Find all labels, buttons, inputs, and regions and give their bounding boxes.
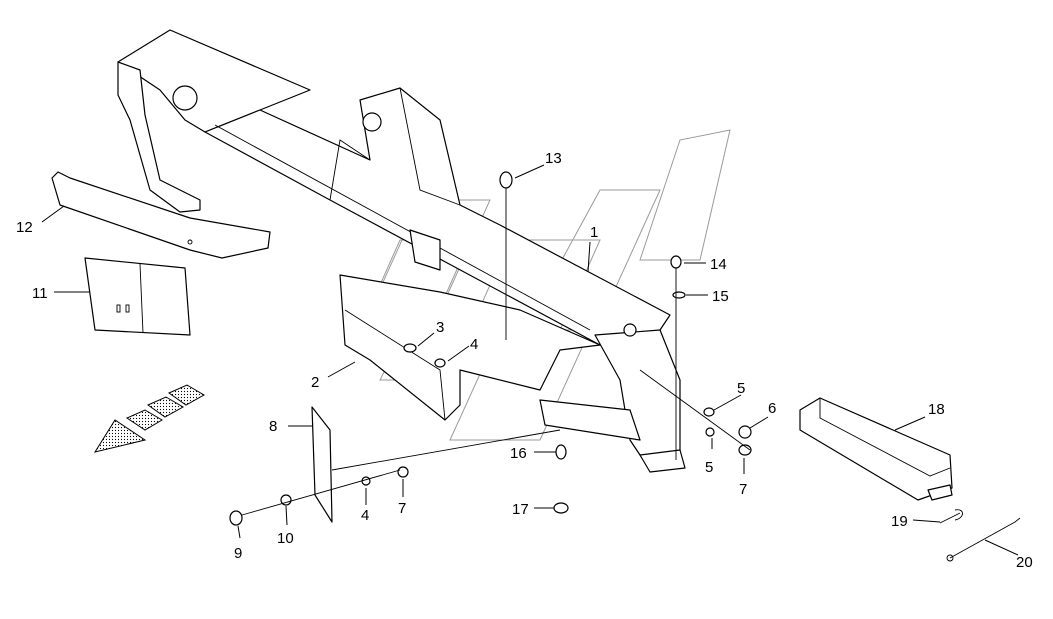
callout-10: 10 [277,530,294,547]
callout-5: 5 [705,459,713,476]
callout-4: 4 [361,507,369,524]
callout-14: 14 [710,256,727,273]
main-frame [117,29,686,473]
front-deflector [51,171,271,259]
side-shield [339,274,601,421]
callout-12: 12 [16,219,33,236]
callout-5: 5 [737,380,745,397]
rubber-flap [84,257,191,336]
callout-8: 8 [269,418,277,435]
callout-4: 4 [470,336,478,353]
callout-6: 6 [768,400,776,417]
callout-20: 20 [1016,554,1033,571]
callout-labels: 1 2 3 4 4 5 5 6 7 7 8 9 10 11 12 13 14 1… [16,150,1033,571]
leader-lines [41,164,1019,556]
callout-17: 17 [512,501,529,518]
reflector-plate [311,406,333,523]
callout-16: 16 [510,445,527,462]
callout-19: 19 [891,513,908,530]
callout-15: 15 [712,288,729,305]
callout-11: 11 [32,285,48,302]
callout-2: 2 [311,374,319,391]
callout-7: 7 [398,500,406,517]
callout-3: 3 [436,319,444,336]
cable [949,517,1021,559]
direction-arrow-icon [93,384,206,453]
callout-18: 18 [928,401,945,418]
callout-1: 1 [590,224,598,241]
callout-9: 9 [234,545,242,562]
callout-7: 7 [739,481,747,498]
linch-pin [939,509,963,524]
callout-13: 13 [545,150,562,167]
